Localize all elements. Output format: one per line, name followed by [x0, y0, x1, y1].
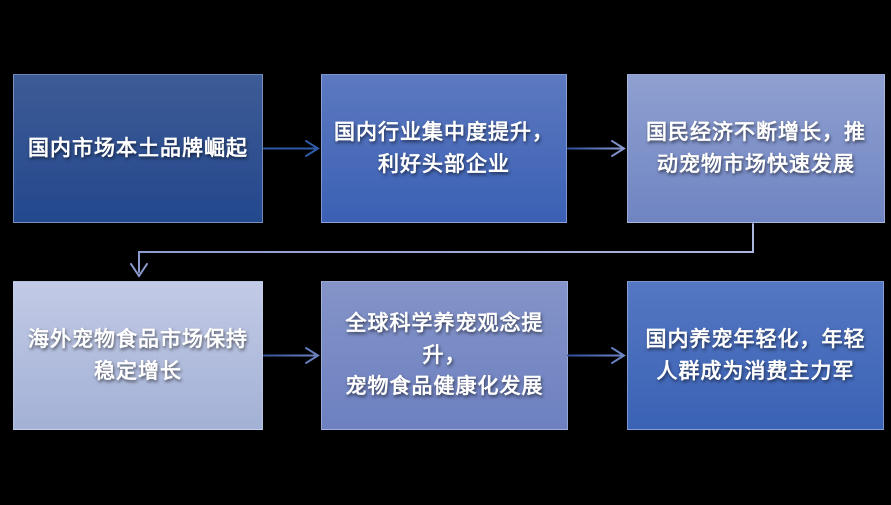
flow-box-label: 国民经济不断增长，推 动宠物市场快速发展: [646, 120, 866, 176]
flow-box-label: 国内养宠年轻化，年轻 人群成为消费主力军: [645, 327, 866, 383]
flow-box-national-economy-growth: 国民经济不断增长，推 动宠物市场快速发展: [627, 74, 885, 223]
arrow-right-icon: [263, 140, 320, 157]
arrow-right-icon: [567, 140, 626, 157]
flow-box-label: 国内市场本土品牌崛起: [28, 135, 248, 160]
flow-box-label: 海外宠物食品市场保持 稳定增长: [28, 327, 248, 383]
flow-box-domestic-brands-rise: 国内市场本土品牌崛起: [13, 74, 263, 223]
flow-box-overseas-petfood-market: 海外宠物食品市场保持 稳定增长: [13, 281, 263, 430]
flow-box-label: 全球科学养宠观念提升， 宠物食品健康化发展: [345, 311, 544, 399]
flow-box-scientific-pet-care: 全球科学养宠观念提升， 宠物食品健康化发展: [321, 281, 568, 430]
flow-box-industry-concentration: 国内行业集中度提升， 利好头部企业: [321, 74, 567, 223]
flow-box-label: 国内行业集中度提升， 利好头部企业: [334, 120, 554, 176]
elbow-arrow-down-icon: [130, 223, 754, 278]
arrow-right-icon: [263, 347, 320, 364]
flow-box-young-consumer-group: 国内养宠年轻化，年轻 人群成为消费主力军: [627, 281, 884, 430]
arrow-right-icon: [567, 347, 626, 364]
